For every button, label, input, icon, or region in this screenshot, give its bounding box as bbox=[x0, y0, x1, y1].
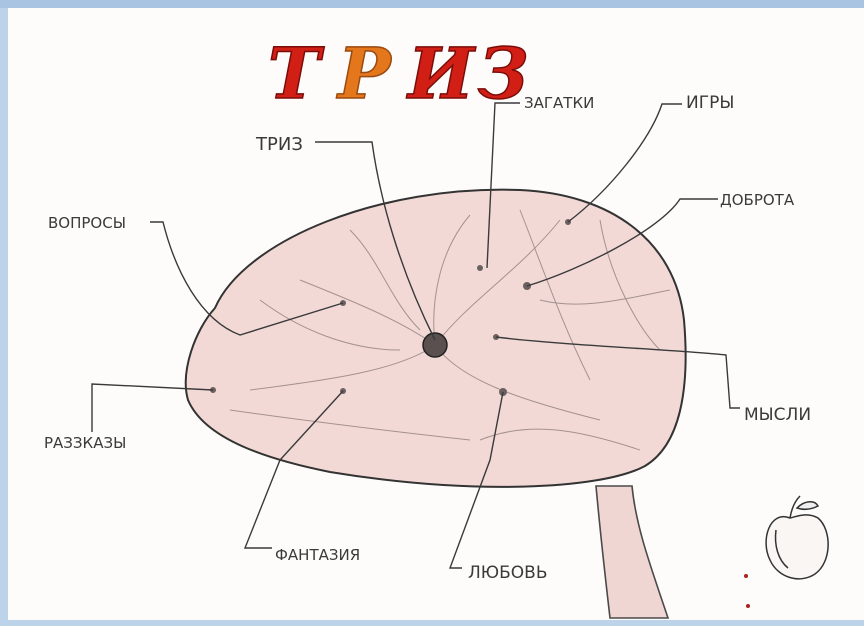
title: Т Р И З bbox=[268, 32, 528, 115]
label-center: ТРИЗ bbox=[255, 134, 303, 155]
center-node bbox=[423, 333, 447, 357]
label-games: ИГРЫ bbox=[686, 93, 734, 113]
title-letter-1: Т bbox=[268, 32, 325, 115]
apple-dots bbox=[744, 574, 750, 608]
apple-icon bbox=[766, 496, 828, 579]
title-letter-3: И bbox=[406, 32, 476, 115]
label-questions: ВОПРОСЫ bbox=[48, 214, 126, 232]
label-thoughts: МЫСЛИ bbox=[744, 405, 811, 425]
label-riddles: ЗАГАТКИ bbox=[524, 94, 594, 112]
title-letter-4: З bbox=[478, 32, 528, 115]
brain-stem bbox=[596, 486, 668, 618]
title-letter-2: Р bbox=[336, 32, 393, 115]
label-stories: РАЗЗКАЗЫ bbox=[44, 434, 126, 452]
label-love: ЛЮБОВЬ bbox=[468, 563, 548, 583]
label-fantasy: ФАНТАЗИЯ bbox=[275, 546, 360, 564]
label-kindness: ДОБРОТА bbox=[720, 191, 795, 209]
